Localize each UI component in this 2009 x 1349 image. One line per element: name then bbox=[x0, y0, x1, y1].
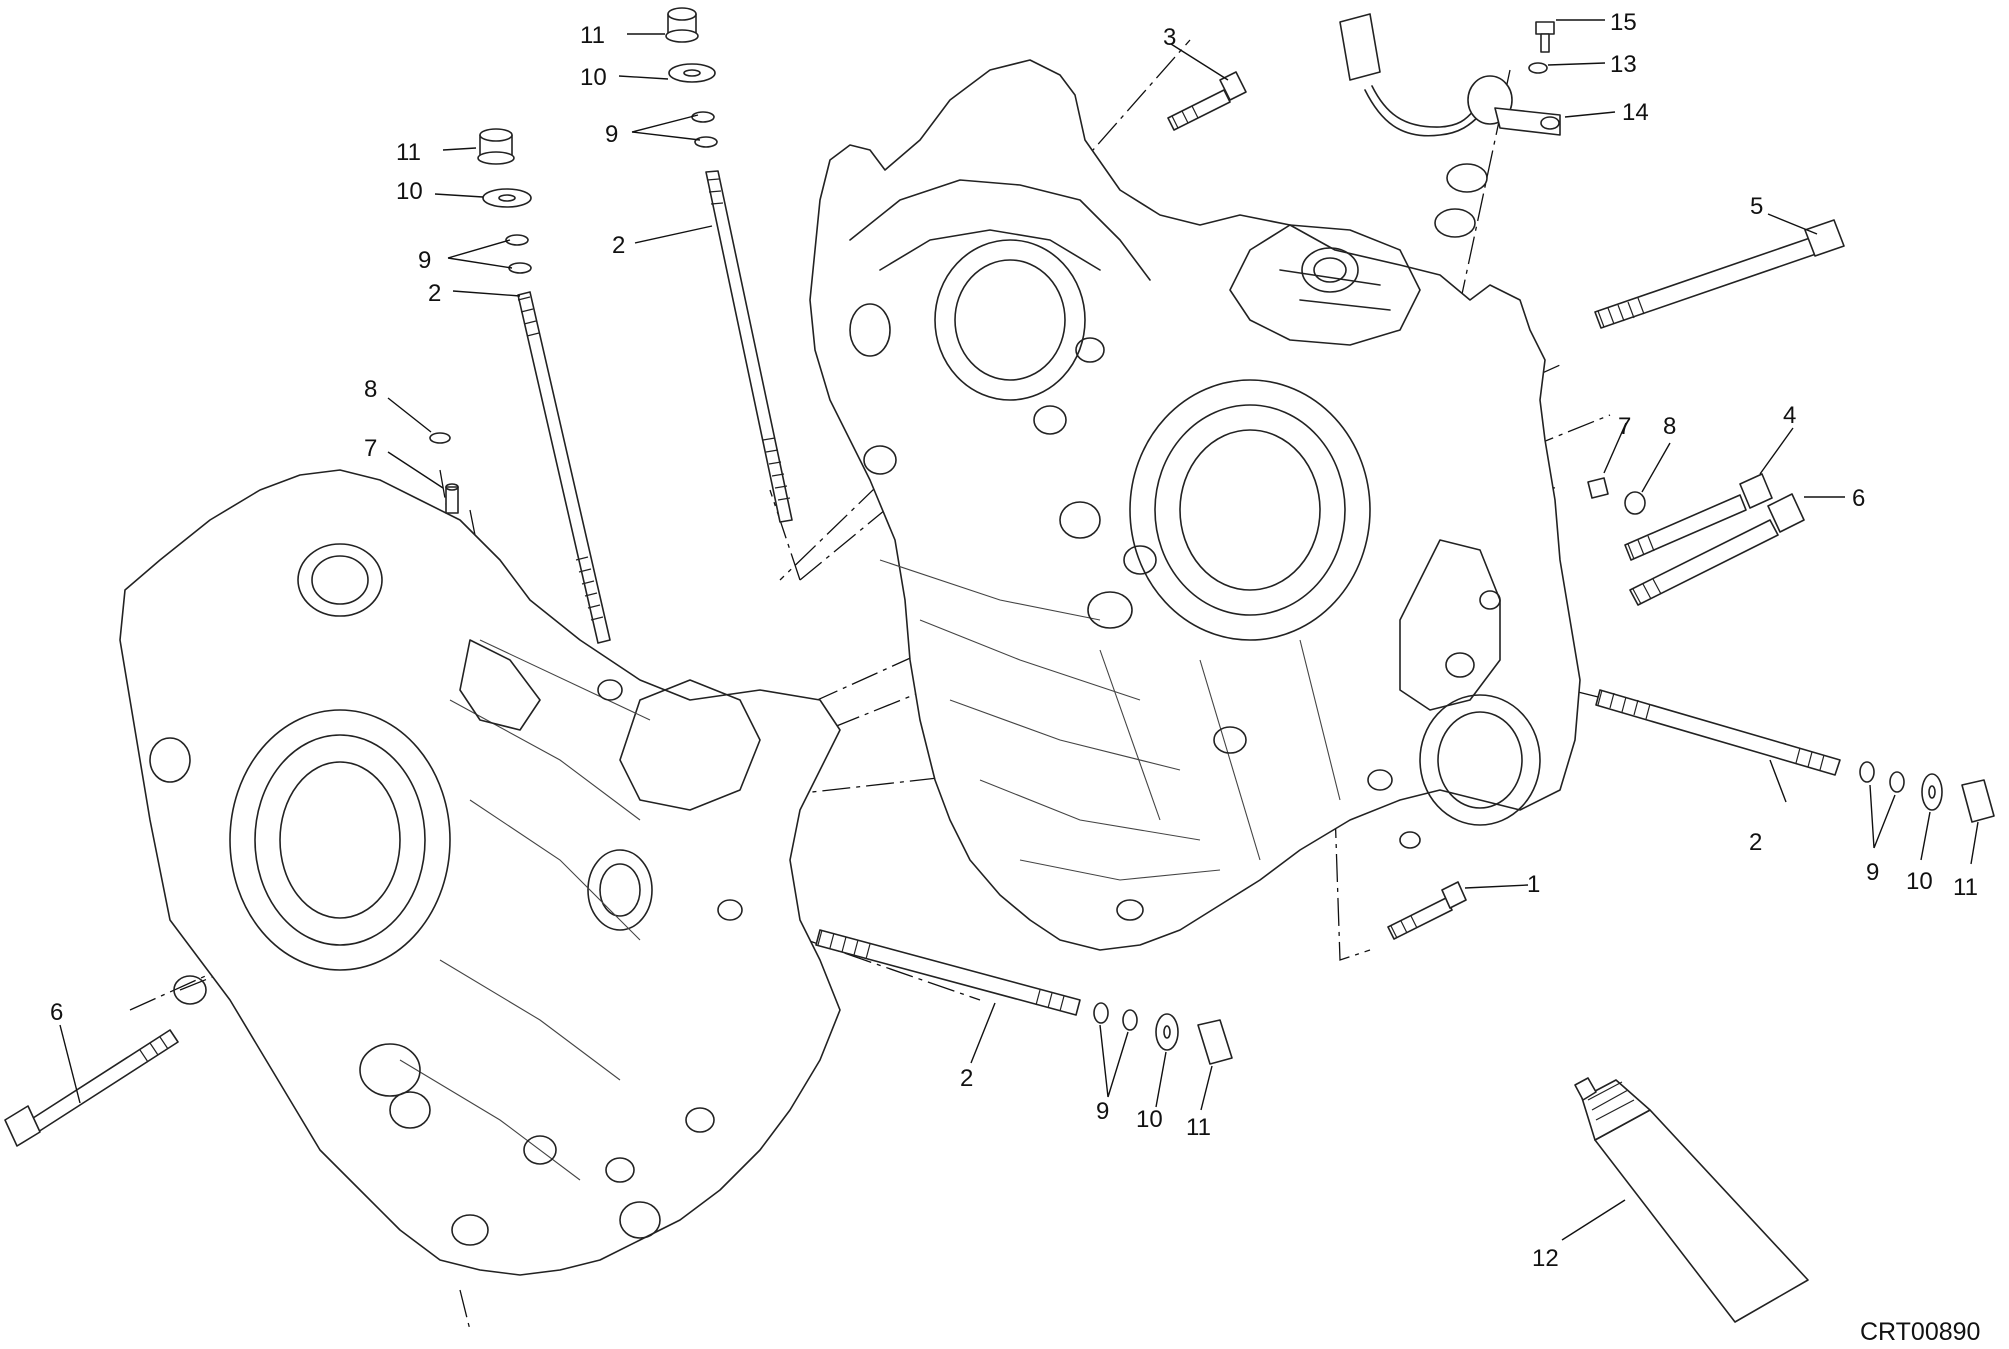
rings-9b bbox=[691, 111, 718, 148]
callout-1: 1 bbox=[1527, 871, 1540, 898]
callout-8: 8 bbox=[1663, 413, 1676, 440]
callout-11: 11 bbox=[580, 22, 605, 49]
callout-2: 2 bbox=[612, 232, 625, 259]
callout-10: 10 bbox=[1136, 1106, 1163, 1133]
callout-11: 11 bbox=[1186, 1114, 1211, 1141]
left-crankcase-half bbox=[119, 469, 841, 1276]
callout-9: 9 bbox=[1866, 859, 1879, 886]
callout-12: 12 bbox=[1532, 1245, 1559, 1272]
callout-9: 9 bbox=[1096, 1098, 1109, 1125]
callout-10: 10 bbox=[396, 178, 423, 205]
callout-2: 2 bbox=[428, 280, 441, 307]
screw-4 bbox=[1624, 473, 1773, 561]
oring-8b bbox=[1624, 491, 1646, 515]
leader-lines bbox=[59, 19, 1979, 1241]
right-crankcase-half bbox=[809, 59, 1581, 951]
callout-9: 9 bbox=[605, 121, 618, 148]
sealant-tube-12 bbox=[1574, 1077, 1809, 1323]
callout-13: 13 bbox=[1610, 51, 1637, 78]
callout-8: 8 bbox=[364, 376, 377, 403]
screw-15 bbox=[1535, 21, 1555, 53]
callout-3: 3 bbox=[1163, 24, 1176, 51]
callout-labels: 11 10 9 2 11 10 9 2 8 7 3 15 13 14 5 7 8… bbox=[50, 9, 1978, 1272]
callout-6: 6 bbox=[50, 999, 63, 1026]
callout-11: 11 bbox=[1953, 874, 1978, 901]
washer-13 bbox=[1528, 62, 1548, 74]
callout-10: 10 bbox=[1906, 868, 1933, 895]
callout-11: 11 bbox=[396, 139, 421, 166]
sensor-14 bbox=[1339, 13, 1561, 137]
screw-3 bbox=[1167, 71, 1247, 131]
nut-11a bbox=[477, 128, 515, 165]
callout-5: 5 bbox=[1750, 193, 1763, 220]
callout-7: 7 bbox=[1618, 413, 1631, 440]
callout-15: 15 bbox=[1610, 9, 1637, 36]
screw-5 bbox=[1594, 219, 1845, 329]
stud-lower-horizontal bbox=[815, 929, 1233, 1065]
callout-14: 14 bbox=[1622, 99, 1649, 126]
pin-7b bbox=[1587, 477, 1609, 499]
drawing-code: CRT00890 bbox=[1860, 1318, 1980, 1346]
callout-10: 10 bbox=[580, 64, 607, 91]
washer-10b bbox=[668, 63, 716, 83]
stud-right-horizontal bbox=[1595, 689, 1995, 823]
oring-8a bbox=[429, 432, 451, 444]
callout-2: 2 bbox=[960, 1065, 973, 1092]
washer-10a bbox=[482, 188, 532, 208]
orings-sensor bbox=[1434, 163, 1488, 238]
callout-7: 7 bbox=[364, 435, 377, 462]
callout-6: 6 bbox=[1852, 485, 1865, 512]
nut-11b bbox=[665, 7, 699, 43]
stud-left-vertical bbox=[517, 291, 611, 644]
screw-1 bbox=[1387, 881, 1467, 940]
callout-9: 9 bbox=[418, 247, 431, 274]
pin-7a bbox=[445, 483, 459, 514]
callout-4: 4 bbox=[1783, 402, 1796, 429]
stud-upper-vertical bbox=[705, 170, 793, 523]
callout-2: 2 bbox=[1749, 829, 1762, 856]
screw-6a bbox=[1629, 493, 1805, 606]
screw-6b bbox=[4, 1029, 179, 1147]
